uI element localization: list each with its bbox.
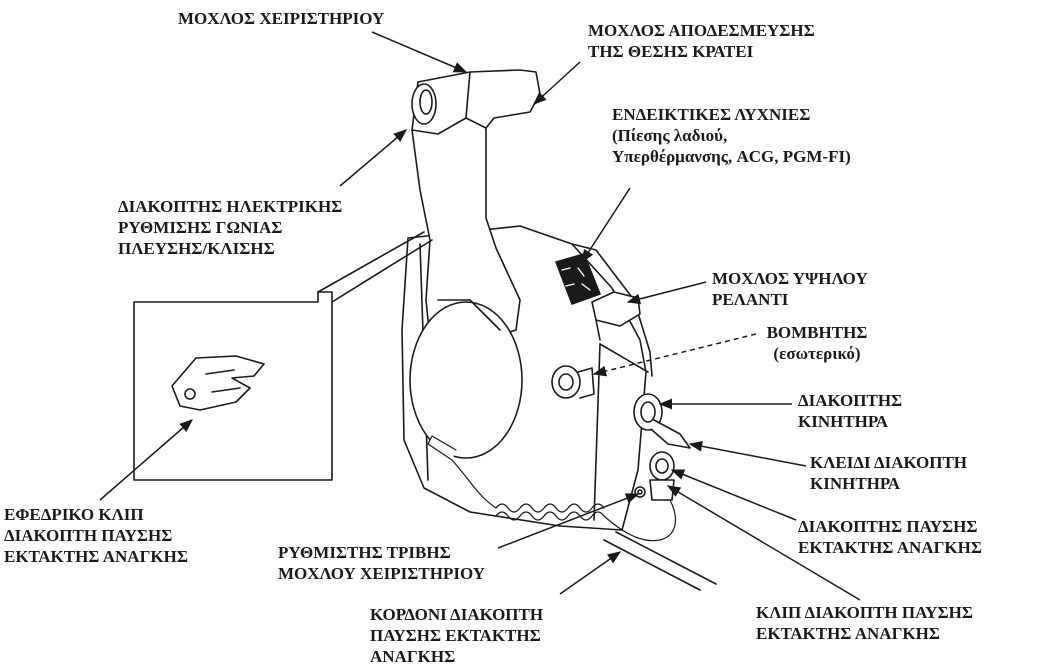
- label-emergency-stop-lanyard-line-1: ΚΟΡΔΟΝΙ ΔΙΑΚΟΠΤΗ: [370, 604, 543, 625]
- label-engine-switch-key-line-1: ΚΛΕΙΔΙ ΔΙΑΚΟΠΤΗ: [810, 452, 967, 473]
- control-cables: [604, 532, 716, 590]
- label-neutral-release-lever-line-2: ΤΗΣ ΘΕΣΗΣ ΚΡΑΤΕΙ: [588, 41, 815, 62]
- label-spare-stop-clip-line-3: ΕΚΤΑΚΤΗΣ ΑΝΑΓΚΗΣ: [4, 546, 188, 567]
- label-emergency-stop-lanyard-line-2: ΠΑΥΣΗΣ ΕΚΤΑΚΤΗΣ: [370, 625, 543, 646]
- label-power-trim-tilt-switch-line-2: ΡΥΘΜΙΣΗΣ ΓΩΝΙΑΣ: [118, 217, 342, 238]
- label-emergency-stop-clip-line-2: ΕΚΤΑΚΤΗΣ ΑΝΑΓΚΗΣ: [756, 623, 973, 644]
- label-emergency-stop-switch-line-2: ΕΚΤΑΚΤΗΣ ΑΝΑΓΚΗΣ: [798, 537, 982, 558]
- emergency-stop-switch-body: [650, 452, 674, 500]
- label-emergency-stop-switch: ΔΙΑΚΟΠΤΗΣ ΠΑΥΣΗΣ ΕΚΤΑΚΤΗΣ ΑΝΑΓΚΗΣ: [798, 516, 982, 558]
- label-emergency-stop-clip: ΚΛΙΠ ΔΙΑΚΟΠΤΗ ΠΑΥΣΗΣ ΕΚΤΑΚΤΗΣ ΑΝΑΓΚΗΣ: [756, 602, 973, 644]
- trim-switch: [412, 84, 436, 124]
- label-neutral-release-lever: ΜΟΧΛΟΣ ΑΠΟΔΕΣΜΕΥΣΗΣ ΤΗΣ ΘΕΣΗΣ ΚΡΑΤΕΙ: [588, 20, 815, 62]
- label-spare-stop-clip-line-1: ΕΦΕΔΡΙΚΟ ΚΛΙΠ: [4, 504, 188, 525]
- label-engine-switch-key: ΚΛΕΙΔΙ ΔΙΑΚΟΠΤΗ ΚΙΝΗΤΗΡΑ: [810, 452, 967, 494]
- label-emergency-stop-switch-line-1: ΔΙΑΚΟΠΤΗΣ ΠΑΥΣΗΣ: [798, 516, 982, 537]
- label-buzzer-line-1: ΒΟΜΒΗΤΗΣ: [756, 322, 878, 343]
- label-buzzer: ΒΟΜΒΗΤΗΣ (εσωτερικό): [756, 322, 878, 364]
- engine-switch-body: [634, 394, 690, 448]
- label-fast-idle-lever-line-2: ΡΕΛΑΝΤΙ: [712, 289, 868, 310]
- label-fast-idle-lever: ΜΟΧΛΟΣ ΥΨΗΛΟΥ ΡΕΛΑΝΤΙ: [712, 268, 868, 310]
- label-emergency-stop-lanyard-line-3: ΑΝΑΓΚΗΣ: [370, 646, 543, 667]
- label-engine-switch-key-line-2: ΚΙΝΗΤΗΡΑ: [810, 473, 967, 494]
- label-power-trim-tilt-switch-line-3: ΠΛΕΥΣΗΣ/ΚΛΙΣΗΣ: [118, 238, 342, 259]
- label-indicator-lights-line-2: (Πίεσης λαδιού,: [612, 125, 851, 146]
- label-power-trim-tilt-switch-line-1: ΔΙΑΚΟΠΤΗΣ ΗΛΕΚΤΡΙΚΗΣ: [118, 196, 342, 217]
- label-indicator-lights: ΕΝΔΕΙΚΤΙΚΕΣ ΛΥΧΝΙΕΣ (Πίεσης λαδιού, Υπερ…: [612, 104, 851, 167]
- spare-clip: [172, 356, 264, 410]
- spare-clip-inset: [134, 232, 432, 480]
- label-friction-adjuster-line-1: ΡΥΘΜΙΣΤΗΣ ΤΡΙΒΗΣ: [278, 542, 485, 563]
- label-friction-adjuster: ΡΥΘΜΙΣΤΗΣ ΤΡΙΒΗΣ ΜΟΧΛΟΥ ΧΕΙΡΙΣΤΗΡΙΟΥ: [278, 542, 485, 584]
- label-spare-stop-clip-line-2: ΔΙΑΚΟΠΤΗ ΠΑΥΣΗΣ: [4, 525, 188, 546]
- label-spare-stop-clip: ΕΦΕΔΡΙΚΟ ΚΛΙΠ ΔΙΑΚΟΠΤΗ ΠΑΥΣΗΣ ΕΚΤΑΚΤΗΣ Α…: [4, 504, 188, 567]
- label-power-trim-tilt-switch: ΔΙΑΚΟΠΤΗΣ ΗΛΕΚΤΡΙΚΗΣ ΡΥΘΜΙΣΗΣ ΓΩΝΙΑΣ ΠΛΕ…: [118, 196, 342, 259]
- label-fast-idle-lever-line-1: ΜΟΧΛΟΣ ΥΨΗΛΟΥ: [712, 268, 868, 289]
- label-emergency-stop-lanyard: ΚΟΡΔΟΝΙ ΔΙΑΚΟΠΤΗ ΠΑΥΣΗΣ ΕΚΤΑΚΤΗΣ ΑΝΑΓΚΗΣ: [370, 604, 543, 667]
- label-buzzer-line-2: (εσωτερικό): [756, 343, 878, 364]
- label-engine-switch: ΔΙΑΚΟΠΤΗΣ ΚΙΝΗΤΗΡΑ: [798, 390, 902, 432]
- label-neutral-release-lever-line-1: ΜΟΧΛΟΣ ΑΠΟΔΕΣΜΕΥΣΗΣ: [588, 20, 815, 41]
- friction-adjuster-bolt: [635, 487, 645, 497]
- label-indicator-lights-line-1: ΕΝΔΕΙΚΤΙΚΕΣ ΛΥΧΝΙΕΣ: [612, 104, 851, 125]
- label-friction-adjuster-line-2: ΜΟΧΛΟΥ ΧΕΙΡΙΣΤΗΡΙΟΥ: [278, 563, 485, 584]
- label-engine-switch-line-1: ΔΙΑΚΟΠΤΗΣ: [798, 390, 902, 411]
- label-control-lever-line-1: ΜΟΧΛΟΣ ΧΕΙΡΙΣΤΗΡΙΟΥ: [178, 8, 384, 29]
- label-control-lever: ΜΟΧΛΟΣ ΧΕΙΡΙΣΤΗΡΙΟΥ: [178, 8, 384, 29]
- label-indicator-lights-line-3: Υπερθέρμανσης, ACG, PGM-FI): [612, 146, 851, 167]
- label-engine-switch-line-2: ΚΙΝΗΤΗΡΑ: [798, 411, 902, 432]
- label-emergency-stop-clip-line-1: ΚΛΙΠ ΔΙΑΚΟΠΤΗ ΠΑΥΣΗΣ: [756, 602, 973, 623]
